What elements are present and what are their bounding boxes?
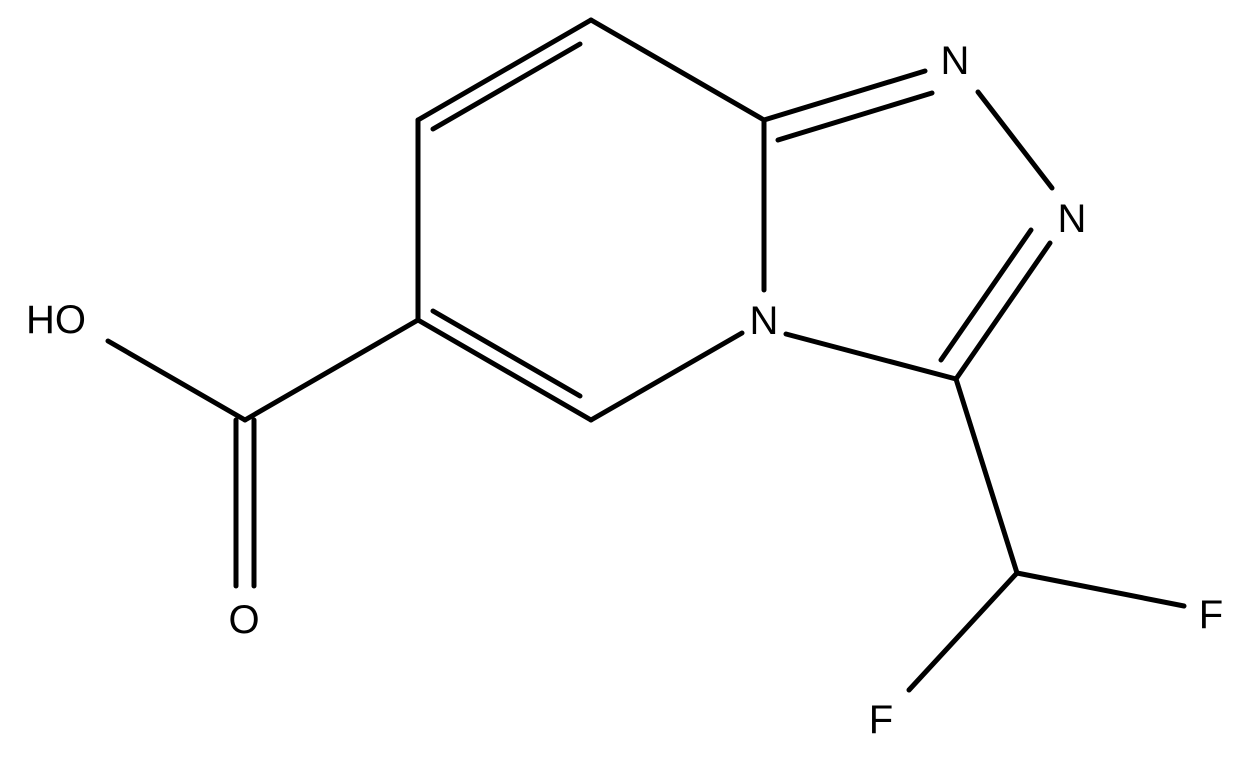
bond-c8a-n1 (761, 68, 928, 123)
bond-c7-c8-inner (430, 41, 583, 132)
bond-c6-c5-inner (430, 308, 583, 399)
bond-c3-n4 (783, 331, 959, 382)
atom-label-fluorine-1: F (1199, 593, 1223, 637)
bond-n2-c3 (953, 240, 1053, 382)
atom-label-n2: N (1058, 197, 1087, 241)
atom-label-carbonyl-oxygen: O (228, 598, 259, 642)
bond-cf2-f1 (1014, 570, 1187, 609)
bond-c8a-n1-inner (775, 90, 935, 143)
atom-label-hydroxyl: HO (26, 298, 86, 342)
bond-cf2-f2 (906, 570, 1020, 693)
bond-c6-c5 (415, 317, 594, 423)
bond-c5-n4 (588, 330, 745, 423)
atom-labels: N N N HO O F F (26, 39, 1223, 742)
bond-c3-cf2 (953, 376, 1020, 576)
bond-c7-c8a (588, 17, 767, 123)
bond-n2-c3-inner (938, 227, 1034, 363)
bond-c7-c8 (415, 17, 594, 123)
atom-label-n1: N (941, 39, 970, 83)
bond-c6-cooh (242, 317, 421, 423)
bond-cooh-oh (105, 338, 248, 423)
atom-label-fluorine-2: F (869, 698, 893, 742)
bond-n1-n2 (975, 89, 1055, 191)
atom-label-n4: N (750, 299, 779, 343)
bonds (105, 17, 1187, 693)
